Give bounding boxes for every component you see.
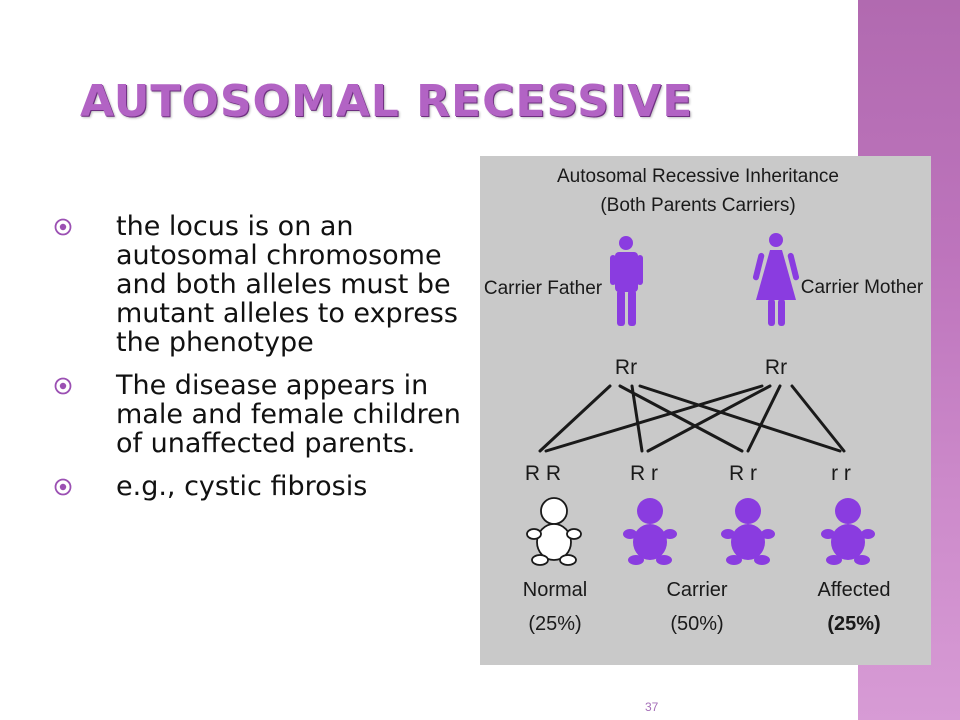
circled-dot-icon (54, 478, 72, 496)
baby-figure-icon (623, 498, 677, 565)
page-number: 37 (645, 700, 659, 714)
bullet-text: the locus is on an autosomal chromosome … (116, 211, 458, 358)
bullet-item: The disease appears in male and female c… (52, 371, 477, 458)
diagram-title: Autosomal Recessive Inheritance (557, 166, 839, 187)
child-genotype: R r (729, 462, 757, 485)
inheritance-diagram-svg: Autosomal Recessive Inheritance (Both Pa… (484, 166, 924, 635)
baby-figure-icon (721, 498, 775, 565)
baby-figure-icon (526, 497, 582, 566)
bullet-item: the locus is on an autosomal chromosome … (52, 212, 477, 357)
child-genotype: R r (630, 462, 658, 485)
child-genotype: r r (831, 462, 851, 485)
inheritance-diagram: Autosomal Recessive Inheritance (Both Pa… (480, 156, 931, 665)
male-figure-icon (610, 236, 643, 326)
bullet-list: the locus is on an autosomal chromosome … (52, 212, 477, 515)
diagram-subtitle: (Both Parents Carriers) (600, 195, 795, 216)
female-figure-icon (752, 233, 800, 326)
bullet-text: The disease appears in male and female c… (116, 370, 461, 459)
outcome-normal: Normal (523, 579, 587, 601)
percent-affected: (25%) (827, 613, 880, 635)
slide-title: AUTOSOMAL RECESSIVE (80, 76, 694, 127)
father-label: Carrier Father (484, 278, 603, 299)
bullet-text: e.g., cystic fibrosis (116, 471, 368, 502)
child-genotype: R R (525, 462, 561, 485)
outcome-affected: Affected (817, 579, 890, 601)
cross-lines (538, 384, 846, 453)
father-genotype: Rr (615, 356, 637, 379)
mother-genotype: Rr (765, 356, 787, 379)
circled-dot-icon (54, 218, 72, 236)
percent-normal: (25%) (528, 613, 581, 635)
percent-carrier: (50%) (670, 613, 723, 635)
mother-label: Carrier Mother (801, 277, 924, 298)
outcome-carrier: Carrier (666, 579, 727, 601)
bullet-item: e.g., cystic fibrosis (52, 472, 477, 501)
circled-dot-icon (54, 377, 72, 395)
baby-figure-icon (821, 498, 875, 565)
